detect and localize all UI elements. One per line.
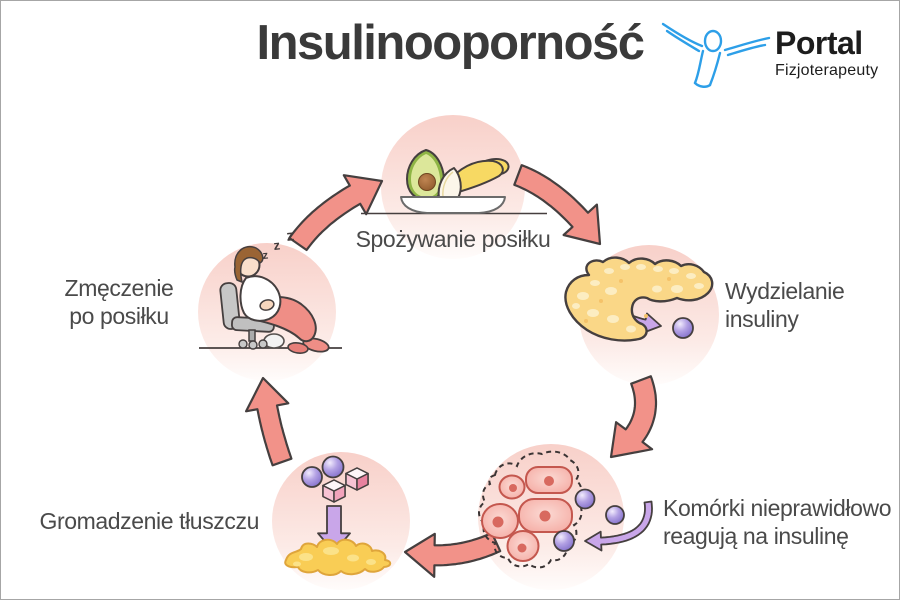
insulin-to-cells-arrow: [584, 500, 653, 552]
pancreas-icon: [564, 256, 714, 342]
physio-figure-icon: [661, 22, 771, 88]
fat-blob: [284, 538, 392, 576]
sleep-z: z: [286, 227, 295, 245]
sugar-cube-icon: [322, 479, 346, 503]
cycle-arrow-cells-to-fat: [403, 531, 502, 578]
stage-label-cell-resistance: Komórki nieprawidłowo reagują na insulin…: [663, 495, 892, 550]
sleep-z: z: [262, 249, 269, 262]
cycle-arrow-insulin-to-cells: [609, 375, 658, 459]
insulin-sphere: [672, 317, 694, 339]
insulin-sphere: [553, 530, 575, 552]
brand-logo: Portal Fizjoterapeuty: [653, 11, 893, 93]
page-title: Insulinooporność: [256, 16, 645, 70]
brand-name: Portal: [775, 25, 863, 61]
stage-label-fat-storage: Gromadzenie tłuszczu: [39, 508, 259, 534]
brand-subtitle: Fizjoterapeuty: [775, 62, 879, 79]
insulin-sphere: [605, 505, 625, 525]
insulin-sphere: [301, 466, 323, 488]
cycle-arrow-fat-to-fatigue: [245, 376, 293, 467]
sugar-cube-icon: [345, 467, 369, 491]
stage-label-meal: Spożywanie posiłku: [355, 226, 551, 252]
stage-label-insulin-secretion: Wydzielanie insuliny: [725, 278, 845, 333]
cycle-arrow-meal-to-insulin: [513, 164, 602, 246]
cycle-arrow-fatigue-to-meal: [288, 174, 384, 252]
resistant-cells-icon: [478, 450, 625, 569]
insulin-sphere: [574, 488, 596, 510]
insulin-sphere: [321, 455, 345, 479]
sugar-to-fat-icon: [284, 455, 392, 576]
meal-plate-icon: [361, 148, 547, 215]
stage-label-fatigue: Zmęczenie po posiłku: [64, 275, 174, 330]
sleeping-person-icon: z z z: [199, 227, 342, 354]
sleep-z: z: [273, 237, 282, 253]
